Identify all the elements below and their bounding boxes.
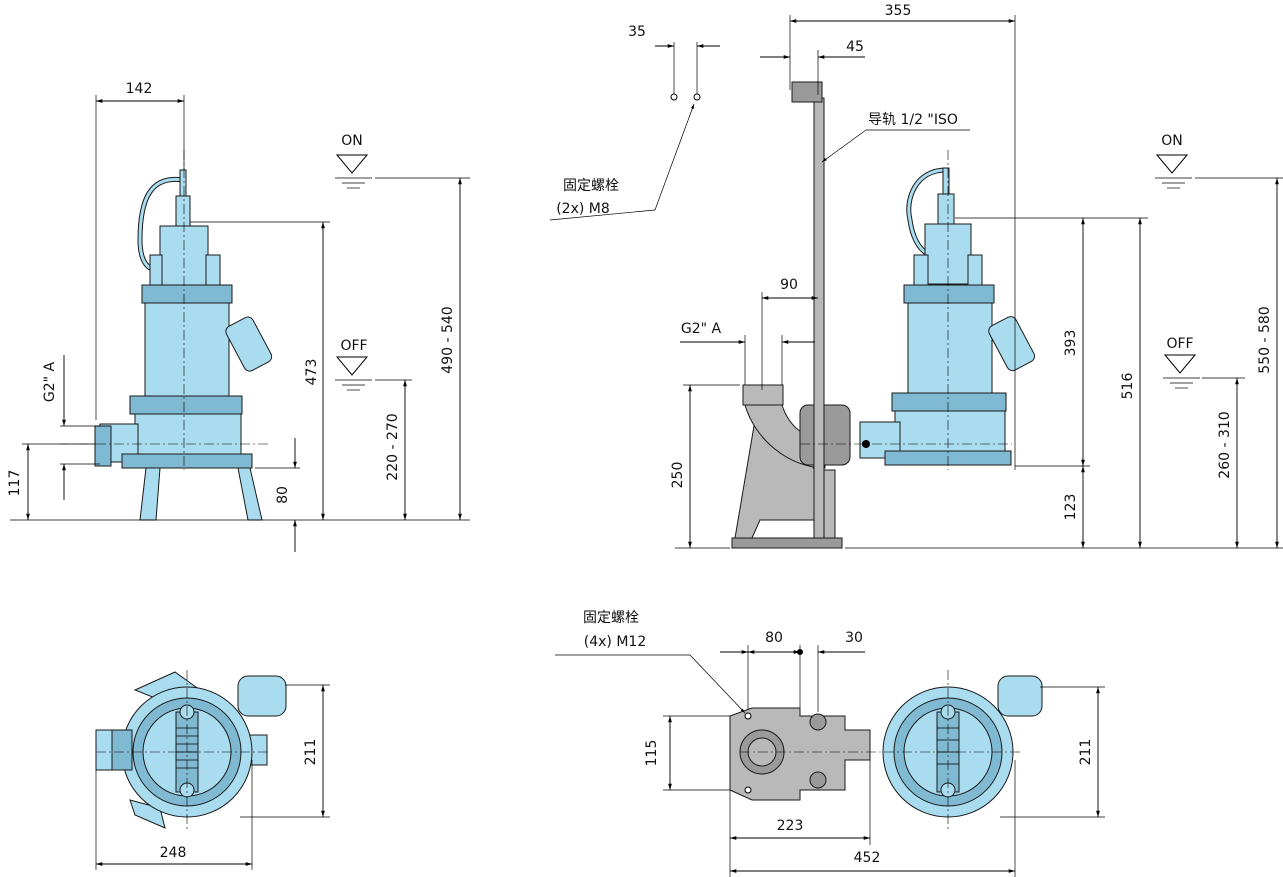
pump-front-view	[60, 150, 273, 521]
fix-bolt-label-top: 固定螺栓	[563, 178, 619, 194]
dim-80: 80	[275, 486, 291, 504]
dim-142: 142	[126, 81, 153, 97]
dim-123: 123	[1063, 494, 1079, 521]
dim-30: 30	[845, 630, 863, 646]
dim-35: 35	[628, 24, 646, 40]
on-label: ON	[341, 133, 363, 149]
dim-211-right: 211	[1078, 739, 1094, 766]
dim-516: 516	[1120, 373, 1136, 400]
g2a-label-right: G2" A	[681, 321, 722, 337]
dim-490-540: 490 - 540	[440, 306, 456, 373]
dim-452: 452	[854, 850, 881, 866]
dim-250: 250	[670, 462, 686, 489]
dim-473: 473	[304, 359, 320, 386]
dim-45: 45	[846, 39, 864, 55]
dim-393: 393	[1063, 330, 1079, 357]
rail-label: 导轨 1/2 "ISO	[868, 112, 958, 128]
fix-2x-label: (2x) M8	[556, 201, 610, 217]
dim-550-580: 550 - 580	[1257, 306, 1273, 373]
fix-bolt-label-bottom: 固定螺栓	[583, 610, 639, 626]
dims-rail	[549, 15, 1283, 549]
dim-90: 90	[780, 277, 798, 293]
dim-248: 248	[160, 845, 187, 861]
dims-rail-top	[555, 645, 1105, 877]
on-label-right: ON	[1161, 133, 1183, 149]
off-label-right: OFF	[1166, 336, 1193, 352]
dim-355: 355	[885, 3, 912, 19]
off-label: OFF	[340, 338, 367, 354]
pump-rail-view	[731, 81, 1036, 549]
dim-117: 117	[7, 470, 23, 497]
rail-top-view	[729, 670, 1043, 830]
dim-223: 223	[777, 818, 804, 834]
fix-4x-label: (4x) M12	[584, 634, 646, 650]
dim-115: 115	[644, 740, 660, 767]
dim-80-bottom: 80	[765, 630, 783, 646]
dims-top	[95, 684, 330, 870]
dim-260-310: 260 - 310	[1217, 411, 1233, 478]
pump-top-view	[95, 670, 287, 830]
dim-220-270: 220 - 270	[385, 413, 401, 480]
dims-front	[10, 95, 470, 552]
dim-211-left: 211	[303, 739, 319, 766]
g2a-label-left: G2" A	[42, 361, 58, 402]
